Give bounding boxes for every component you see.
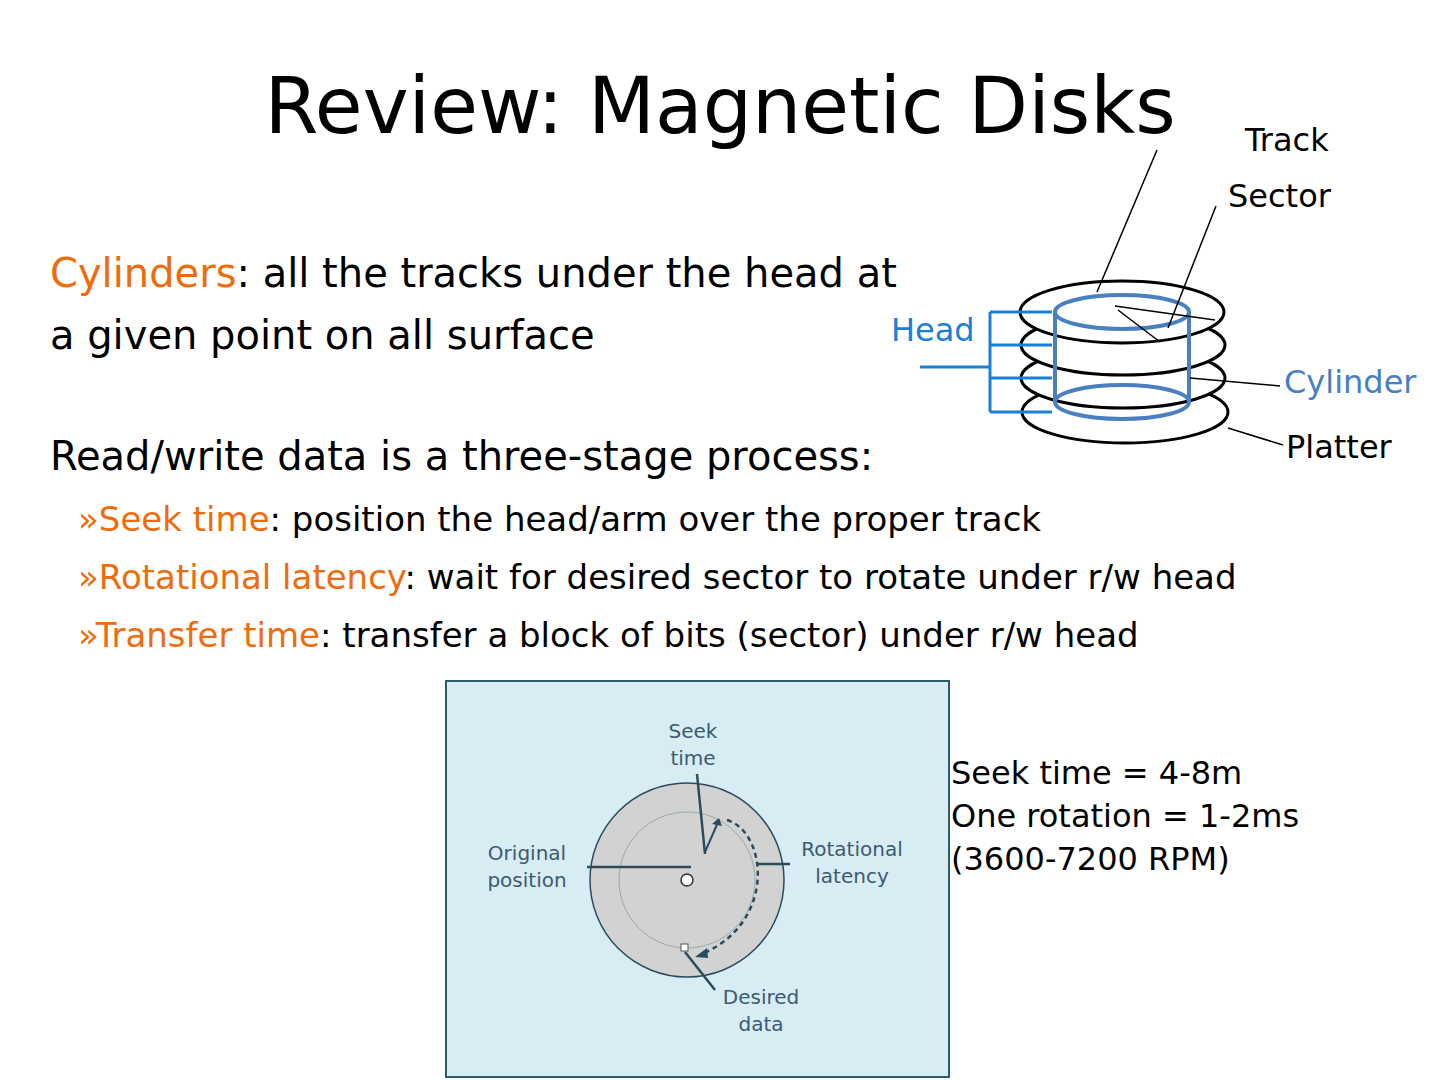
part-label: Head [891,310,975,350]
disk-access-panel: Seek timeOriginal position Rotational lat… [445,680,950,1078]
text-run: » [78,499,99,539]
bullet-line: »Rotational latency: wait for desired se… [78,554,1237,600]
part-label: Sector [1228,176,1331,216]
text-run: : position the head/arm over the proper … [270,499,1042,539]
text-run: Read/write data is a three-stage process… [50,433,873,479]
note-text: One rotation = 1-2ms [951,795,1299,838]
part-label: Track [1245,120,1329,160]
text-run: Rotational latency [99,557,405,597]
note-text: Seek time = 4-8m [951,752,1242,795]
bullet-line: »Transfer time: transfer a block of bits… [78,612,1139,658]
callout-label: Rotational latency [787,836,917,890]
text-run: Transfer time [96,615,320,655]
note-text: (3600-7200 RPM) [951,838,1230,881]
part-label: Cylinder [1284,362,1417,402]
part-label: Platter [1286,427,1392,467]
bullet-line: »Seek time: position the head/arm over t… [78,496,1041,542]
callout-label: Seek time [655,718,731,772]
callout-label: Desired data [709,984,813,1038]
intro-line: Read/write data is a three-stage process… [50,428,873,484]
text-run: : transfer a block of bits (sector) unde… [320,615,1139,655]
text-run: Seek time [99,499,270,539]
slide-title: Review: Magnetic Disks [0,58,1440,154]
text-run: Cylinders [50,250,236,296]
text-run: » [78,557,99,597]
text-run: » [78,615,96,655]
definition: Cylinders: all the tracks under the head… [50,242,900,366]
text-run: : wait for desired sector to rotate unde… [405,557,1237,597]
callout-label: Original position [475,840,579,894]
